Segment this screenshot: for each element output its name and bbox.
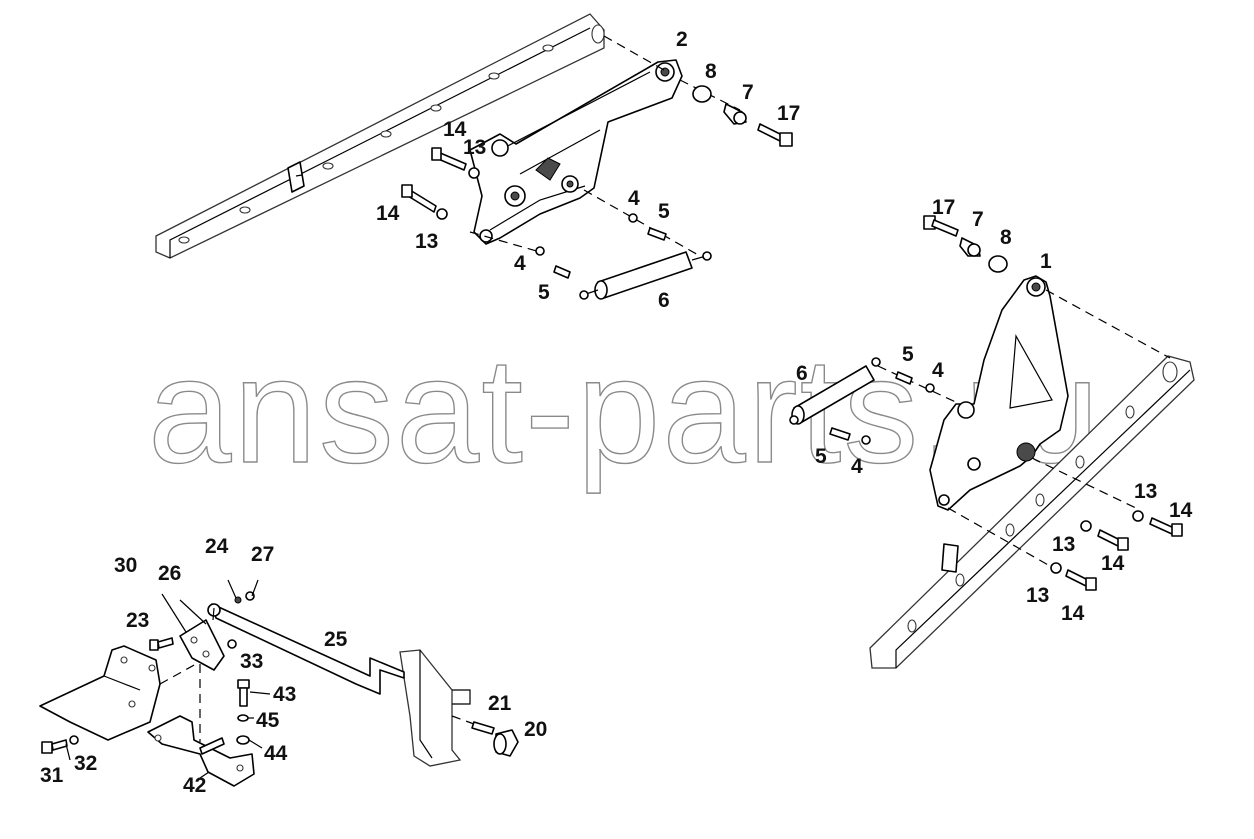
label-part-17: 17	[777, 102, 800, 125]
bolt-5-right-lower	[829, 427, 851, 441]
washer-13-upper-left	[468, 167, 480, 179]
centerline-cap	[451, 715, 475, 725]
bolt-5-top-left	[553, 265, 571, 279]
washer-4-right-lower	[861, 435, 871, 445]
label-part-33: 33	[240, 650, 263, 673]
bolt-5-top-right	[647, 227, 667, 241]
label-part-21: 21	[488, 692, 512, 715]
washer-13-right-c	[1050, 562, 1062, 574]
label-part-13: 13	[1052, 533, 1075, 556]
bracket-assembly-right	[877, 275, 1171, 567]
washer-33	[227, 639, 237, 649]
bolt-14-lower-left	[401, 184, 437, 213]
washer-4-top-right	[628, 213, 638, 223]
label-part-30: 30	[114, 554, 137, 577]
washer-13-right-b	[1080, 520, 1092, 532]
label-part-17: 17	[932, 196, 955, 219]
label-part-2: 2	[676, 28, 688, 51]
label-part-4: 4	[514, 252, 526, 275]
bolt-14-right-c	[1065, 569, 1097, 591]
label-part-5: 5	[538, 281, 550, 304]
label-part-8: 8	[705, 60, 717, 83]
label-part-4: 4	[851, 455, 863, 478]
bushing-7-top	[723, 103, 747, 125]
leader-lines	[65, 579, 271, 779]
watermark-text: ansat-parts.ru	[148, 326, 1101, 494]
bushing-7-right	[959, 237, 981, 257]
label-part-5: 5	[902, 343, 914, 366]
bolt-17-top	[757, 123, 793, 147]
bolt-5-right-upper	[895, 371, 913, 385]
label-part-20: 20	[524, 718, 547, 741]
label-part-42: 42	[183, 774, 206, 797]
bolt-23	[149, 637, 174, 651]
label-part-5: 5	[658, 200, 670, 223]
label-part-13: 13	[1134, 480, 1157, 503]
frame-rail-right	[869, 355, 1195, 669]
label-part-14: 14	[1061, 602, 1085, 625]
label-part-27: 27	[251, 543, 274, 566]
washer-13-lower-left	[436, 208, 448, 220]
lever-rod-25	[207, 603, 405, 695]
label-part-14: 14	[1101, 552, 1125, 575]
label-part-7: 7	[972, 208, 984, 231]
washer-4-top-left	[535, 246, 545, 256]
spacer-8-right	[988, 255, 1008, 273]
bracket-assembly-top	[469, 35, 741, 257]
label-part-4: 4	[932, 359, 944, 382]
nut-24	[234, 596, 242, 604]
strut-6-top	[579, 251, 712, 300]
nut-27	[245, 591, 255, 601]
label-part-43: 43	[273, 683, 296, 706]
washer-32	[69, 735, 79, 745]
frame-rail-top-left	[155, 13, 605, 259]
spacer-8-top	[692, 85, 712, 103]
label-part-14: 14	[1169, 499, 1193, 522]
label-part-7: 7	[742, 81, 754, 104]
label-part-13: 13	[415, 230, 438, 253]
base-bracket-42	[147, 715, 255, 787]
bolt-14-right-a	[1149, 517, 1183, 537]
washer-4-right-upper	[925, 383, 935, 393]
label-part-45: 45	[256, 709, 280, 732]
bolt-43	[237, 679, 250, 707]
strut-6-right	[789, 357, 881, 425]
label-part-26: 26	[158, 562, 181, 585]
label-part-4: 4	[628, 187, 640, 210]
lever-plate-30	[179, 619, 225, 671]
label-part-1: 1	[1040, 250, 1052, 273]
callout-labels: 2 8 7 17 14 13 14 13 4 5 4 5 6 17 7 8 1 …	[40, 28, 1193, 797]
bolt-14-right-b	[1097, 529, 1129, 551]
washer-13-right-a	[1132, 510, 1144, 522]
bolt-21	[471, 721, 495, 735]
label-part-44: 44	[264, 742, 288, 765]
label-part-13: 13	[1026, 584, 1049, 607]
label-part-6: 6	[658, 289, 670, 312]
washer-45	[237, 714, 249, 722]
label-part-14: 14	[443, 118, 467, 141]
label-part-13: 13	[463, 136, 486, 159]
mounting-plate-32	[39, 645, 161, 741]
bolt-31	[41, 739, 68, 754]
washer-44	[236, 735, 250, 745]
cap-20	[493, 729, 519, 757]
bolt-17-right	[923, 215, 959, 237]
bolt-14-upper-left	[431, 147, 467, 171]
label-part-32: 32	[74, 752, 97, 775]
label-part-5: 5	[815, 445, 827, 468]
label-part-14: 14	[376, 202, 400, 225]
label-part-24: 24	[205, 535, 229, 558]
label-part-23: 23	[126, 609, 149, 632]
label-part-25: 25	[324, 628, 348, 651]
frame-section-bottom	[399, 649, 471, 767]
label-part-31: 31	[40, 764, 64, 787]
label-part-8: 8	[1000, 226, 1012, 249]
label-part-6: 6	[796, 362, 808, 385]
centerline-plate	[159, 663, 197, 685]
